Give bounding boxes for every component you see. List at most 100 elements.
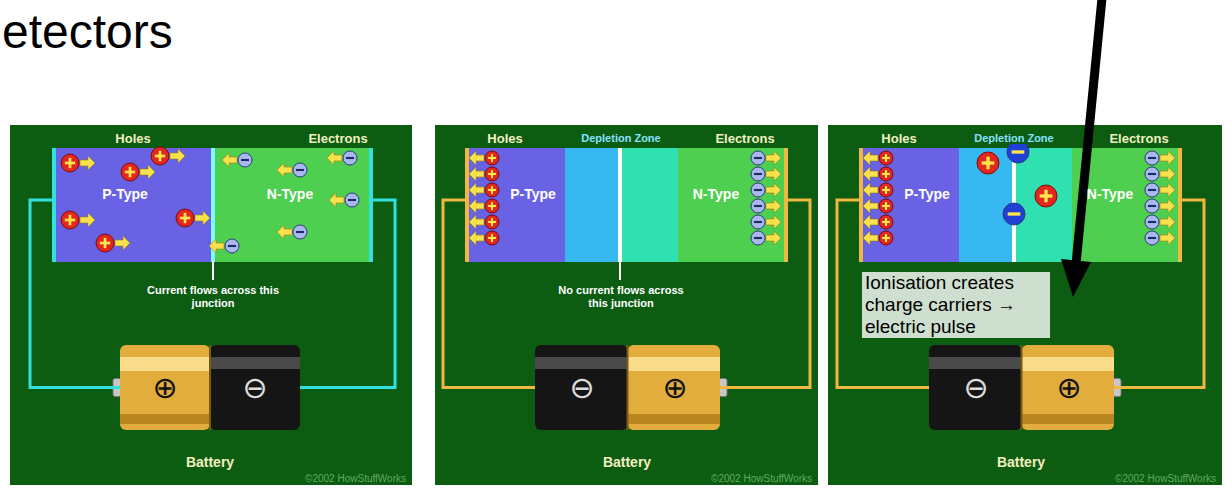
charge-sign	[754, 205, 762, 207]
charge-sign	[885, 170, 887, 178]
charge-sign	[1148, 221, 1156, 223]
motion-arrow	[209, 239, 224, 253]
region-label: N-Type	[693, 186, 739, 202]
battery-seam	[209, 345, 211, 430]
n-type-region: N-Type	[1072, 148, 1179, 262]
electron	[1007, 141, 1029, 163]
leader-line	[619, 262, 621, 280]
charge-sign	[129, 167, 132, 177]
panel-ground	[10, 125, 412, 485]
charge-sign	[69, 158, 72, 168]
leader-line	[212, 262, 214, 280]
copyright-note: ©2002 HowStuffWorks	[305, 473, 406, 484]
motion-arrow	[1160, 231, 1175, 245]
battery-shine	[210, 357, 300, 369]
battery-label: Battery	[997, 454, 1045, 470]
charge-sign	[159, 151, 162, 161]
motion-arrow	[469, 183, 484, 197]
n-type-region: N-Type	[678, 148, 785, 262]
motion-arrow	[469, 167, 484, 181]
p-type-region	[55, 148, 213, 262]
contact-strip	[859, 148, 863, 262]
motion-arrow	[863, 231, 878, 245]
motion-arrow	[469, 151, 484, 165]
polarity-symbol: ⊖	[242, 373, 267, 403]
annotation: Ionisation creates charge carriers → ele…	[862, 272, 1050, 338]
electron	[1145, 167, 1159, 181]
charge-sign	[885, 234, 887, 242]
motion-arrow	[863, 151, 878, 165]
battery-negative-half	[535, 345, 628, 430]
hole	[151, 147, 169, 165]
motion-arrow	[863, 215, 878, 229]
battery-shade	[1022, 414, 1115, 424]
charge-sign	[754, 237, 762, 239]
charge-sign	[1148, 173, 1156, 175]
hole	[1035, 185, 1057, 207]
motion-arrow	[863, 199, 878, 213]
motion-arrow	[1160, 215, 1175, 229]
depletion-zone	[959, 148, 1014, 262]
electron	[751, 183, 765, 197]
battery-seam	[627, 345, 629, 430]
charge-sign	[296, 169, 304, 171]
contact-strip	[1178, 148, 1182, 262]
n-type-region	[678, 148, 785, 262]
charge-sign	[754, 157, 762, 159]
electron	[751, 231, 765, 245]
battery-shade	[628, 414, 721, 424]
particle-arrow-head	[1061, 259, 1091, 297]
region-label: N-Type	[267, 186, 313, 202]
electron	[1145, 183, 1159, 197]
motion-arrow	[766, 151, 781, 165]
p-type-region: P-Type	[862, 148, 959, 262]
motion-arrow	[80, 213, 95, 227]
charge-sign	[104, 238, 107, 248]
charge-sign	[885, 154, 887, 162]
electron	[225, 239, 239, 253]
circuit-wire	[1114, 200, 1204, 388]
electron	[238, 153, 252, 167]
motion-arrow	[469, 199, 484, 213]
contact-strip	[465, 148, 469, 262]
motion-arrow	[766, 215, 781, 229]
circuit-wire	[720, 200, 810, 388]
electron	[751, 167, 765, 181]
junction-caption: Current flows across this junction	[138, 284, 288, 309]
region-label: P-Type	[904, 186, 950, 202]
charge-sign	[754, 173, 762, 175]
circuit-wire	[300, 200, 395, 388]
motion-arrow	[222, 153, 237, 167]
charge-sign	[69, 215, 72, 225]
charge-sign	[241, 159, 249, 161]
electron	[1145, 215, 1159, 229]
junction-caption: No current flows across this junction	[554, 284, 689, 309]
hole	[485, 167, 499, 181]
electron	[751, 199, 765, 213]
hole	[977, 152, 999, 174]
motion-arrow	[115, 236, 130, 250]
polarity-symbol: ⊖	[569, 373, 594, 403]
battery-positive-half	[628, 345, 721, 430]
motion-arrow	[1160, 199, 1175, 213]
p-type-region	[468, 148, 565, 262]
p-type-region: P-Type	[468, 148, 565, 262]
charge-sign	[885, 186, 887, 194]
motion-arrow	[170, 149, 185, 163]
electron	[1003, 203, 1025, 225]
copyright-note: ©2002 HowStuffWorks	[1115, 473, 1216, 484]
charge-sign	[1148, 157, 1156, 159]
hole	[61, 154, 79, 172]
copyright-note: ©2002 HowStuffWorks	[711, 473, 812, 484]
electron	[343, 151, 357, 165]
contact-strip	[52, 148, 56, 262]
charge-sign	[348, 199, 356, 201]
motion-arrow	[329, 193, 344, 207]
polarity-symbol: ⊕	[662, 373, 687, 403]
panel-illustration	[10, 125, 412, 485]
charge-sign	[1044, 190, 1047, 203]
polarity-symbol: ⊕	[1056, 373, 1081, 403]
hole	[96, 234, 114, 252]
charge-sign	[1148, 189, 1156, 191]
